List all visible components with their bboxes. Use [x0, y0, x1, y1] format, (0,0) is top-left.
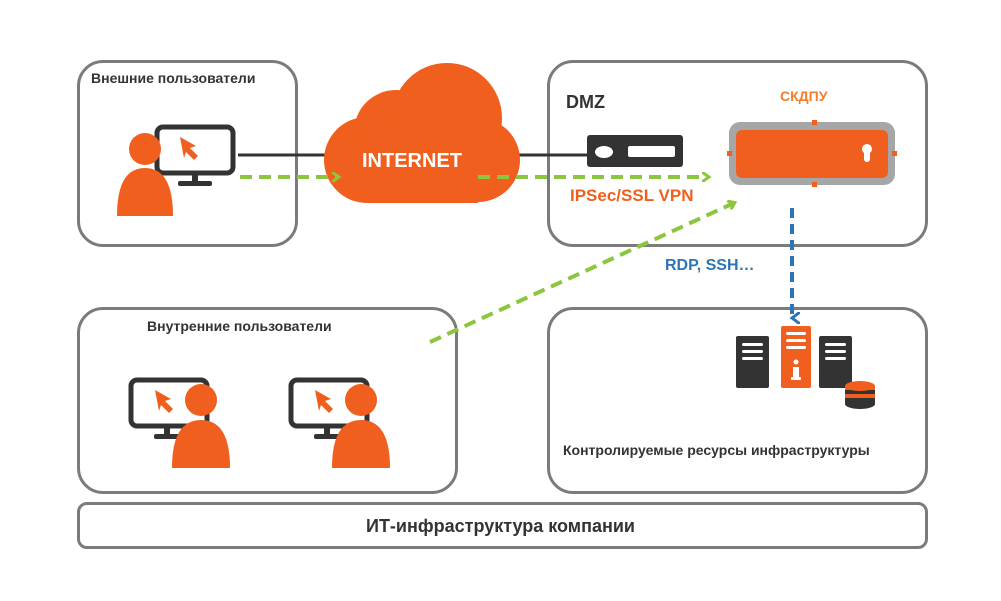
external-user-icon [117, 124, 236, 216]
network-appliance-icon [587, 135, 683, 167]
internal-users-zone [77, 307, 458, 494]
cursor-icon [315, 390, 333, 413]
external-users-title: Внешние пользователи [91, 70, 256, 86]
info-icon [793, 359, 799, 365]
resources-title: Контролируемые ресурсы инфраструктуры [563, 442, 870, 458]
cursor-icon [180, 137, 198, 160]
company-infrastructure-title: ИТ-инфраструктура компании [366, 516, 635, 536]
internal-user-icon [128, 377, 230, 468]
resources-zone [547, 307, 928, 494]
internal-users-title: Внутренние пользователи [147, 318, 332, 334]
admin-protocols-label: RDP, SSH… [665, 257, 755, 274]
internal-user-icon [288, 377, 390, 468]
server-rack-icon [736, 326, 852, 388]
internet-label: INTERNET [362, 150, 462, 172]
gateway-label: СКДПУ [780, 88, 828, 104]
secure-gateway-lock-icon [727, 120, 897, 187]
company-infrastructure-bar [77, 502, 928, 549]
vpn-label: IPSec/SSL VPN [570, 186, 694, 205]
cloud-icon [324, 63, 520, 203]
cursor-icon [155, 390, 173, 413]
database-icon [845, 381, 875, 409]
dmz-title: DMZ [566, 92, 605, 112]
